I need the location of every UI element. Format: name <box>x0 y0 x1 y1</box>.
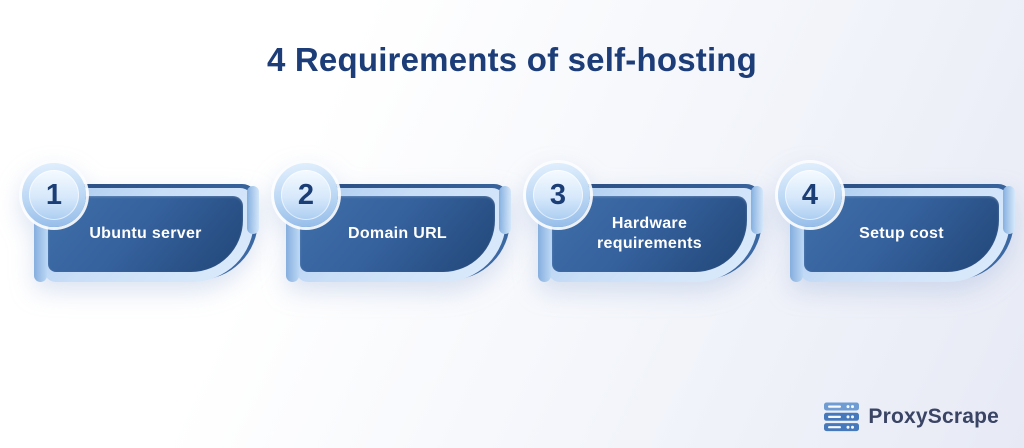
card-stem <box>790 211 803 282</box>
card-corner-curl <box>499 186 511 234</box>
step-card-setup-cost: Setup cost 4 <box>776 163 1016 295</box>
step-number-badge: 2 <box>274 163 338 227</box>
step-label: Ubuntu server <box>89 225 202 242</box>
step-number-badge: 3 <box>526 163 590 227</box>
step-card-hardware-requirements: Hardware requirements 3 <box>524 163 764 295</box>
step-number: 3 <box>533 170 583 220</box>
brand-logo: ProxyScrape <box>823 402 999 432</box>
step-number: 4 <box>785 170 835 220</box>
card-stem <box>34 211 47 282</box>
step-card-ubuntu-server: Ubuntu server 1 <box>20 163 260 295</box>
step-card-domain-url: Domain URL 2 <box>272 163 512 295</box>
card-corner-curl <box>751 186 763 234</box>
step-label: Setup cost <box>859 225 944 242</box>
brand-name: ProxyScrape <box>868 405 999 428</box>
card-stem <box>538 211 551 282</box>
step-number: 1 <box>29 170 79 220</box>
card-stem <box>286 211 299 282</box>
page-title: 4 Requirements of self-hosting <box>266 41 758 78</box>
card-corner-curl <box>1003 186 1015 234</box>
step-label: Domain URL <box>348 225 447 242</box>
step-number: 2 <box>281 170 331 220</box>
step-number-badge: 1 <box>22 163 86 227</box>
card-corner-curl <box>247 186 259 234</box>
step-number-badge: 4 <box>778 163 842 227</box>
step-label: Hardware requirements <box>597 215 702 252</box>
server-stack-icon <box>823 402 860 432</box>
